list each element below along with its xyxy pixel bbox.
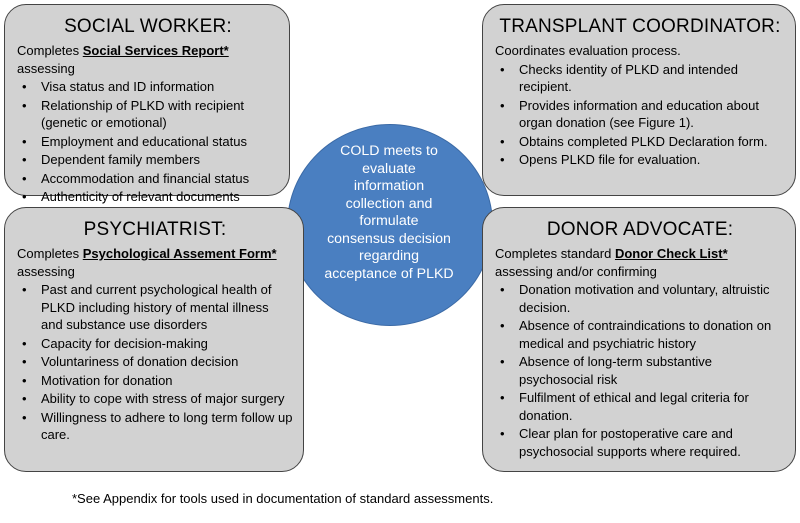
- bullet-icon: •: [500, 282, 505, 297]
- bullet-icon: •: [22, 282, 27, 297]
- list-item: • Absence of long-term substantive psycho…: [495, 353, 785, 388]
- list-item: • Visa status and ID information: [17, 78, 279, 96]
- bullet-icon: •: [22, 79, 27, 94]
- footnote: *See Appendix for tools used in document…: [72, 491, 494, 506]
- list-item: • Provides information and education abou…: [495, 97, 785, 132]
- list-item-text: Fulfilment of ethical and legal criteria…: [519, 390, 749, 423]
- bullet-icon: •: [22, 372, 27, 388]
- center-circle: [287, 124, 493, 326]
- bullet-icon: •: [22, 391, 27, 406]
- intro-prefix: Completes: [17, 246, 83, 261]
- list-item: • Fulfilment of ethical and legal criteri…: [495, 389, 785, 424]
- list-item: • Donation motivation and voluntary, altr…: [495, 281, 785, 316]
- bullet-icon: •: [500, 426, 505, 441]
- list-item: • Obtains completed PLKD Declaration form…: [495, 133, 785, 151]
- social-worker-title: SOCIAL WORKER:: [64, 16, 232, 37]
- bullet-icon: •: [22, 97, 27, 113]
- intro-suffix: assessing: [17, 60, 75, 76]
- bullet-icon: •: [22, 409, 27, 425]
- list-item-text: Obtains completed PLKD Declaration form.: [519, 133, 768, 149]
- intro-prefix: Completes standard: [495, 246, 615, 261]
- bullet-icon: •: [500, 318, 505, 333]
- social-worker-intro: Completes Social Services Report* assess…: [17, 42, 279, 77]
- transplant-coordinator-list: • Checks identity of PLKD and intended re…: [495, 61, 785, 169]
- list-item: • Willingness to adhere to long term foll…: [17, 409, 293, 444]
- donor-advocate-list: • Donation motivation and voluntary, altr…: [495, 281, 785, 460]
- list-item: • Clear plan for postoperative care and p…: [495, 425, 785, 460]
- list-item-text: Willingness to adhere to long term follo…: [41, 409, 293, 443]
- intro-suffix: assessing and/or confirming: [495, 263, 657, 279]
- list-item-text: Voluntariness of donation decision: [41, 354, 239, 369]
- donor-advocate-title: DONOR ADVOCATE:: [546, 219, 734, 240]
- social-services-report-label: Social Services Report*: [82, 43, 229, 58]
- list-item-text: Absence of contraindications to donation…: [519, 318, 772, 351]
- list-item: • Past and current psychological health o…: [17, 281, 293, 334]
- list-item-text: Dependent family members: [41, 152, 200, 167]
- intro-prefix: Completes: [17, 43, 83, 58]
- list-item-text: Provides information and education about…: [519, 97, 759, 131]
- bullet-icon: •: [22, 354, 27, 369]
- bullet-icon: •: [500, 354, 505, 369]
- transplant-coordinator-box: TRANSPLANT COORDINATOR: Coordinates eval…: [482, 4, 796, 196]
- list-item-text: Past and current psychological health of…: [41, 282, 272, 332]
- psychiatrist-title: PSYCHIATRIST:: [83, 219, 227, 240]
- transplant-coordinator-title: TRANSPLANT COORDINATOR:: [499, 16, 781, 37]
- bullet-icon: •: [500, 97, 505, 113]
- list-item-text: Relationship of PLKD with recipient (gen…: [41, 97, 245, 131]
- list-item-text: Motivation for donation: [41, 372, 173, 388]
- list-item-text: Capacity for decision-making: [41, 335, 208, 351]
- list-item: • Accommodation and financial status: [17, 170, 279, 188]
- bullet-icon: •: [500, 61, 505, 77]
- list-item-text: Checks identity of PLKD and intended rec…: [519, 61, 738, 95]
- list-item: • Employment and educational status: [17, 133, 279, 151]
- bullet-icon: •: [22, 189, 27, 204]
- bullet-icon: •: [500, 390, 505, 405]
- bullet-icon: •: [22, 152, 27, 167]
- donor-advocate-box: DONOR ADVOCATE: Completes standard Donor…: [482, 207, 796, 472]
- intro-suffix: assessing: [17, 263, 75, 279]
- bullet-icon: •: [22, 170, 27, 186]
- list-item: • Absence of contraindications to donatio…: [495, 317, 785, 352]
- list-item-text: Employment and educational status: [41, 133, 247, 149]
- psychiatrist-box: PSYCHIATRIST: Completes Psychological As…: [4, 207, 304, 472]
- list-item: • Relationship of PLKD with recipient (ge…: [17, 97, 279, 132]
- bullet-icon: •: [22, 133, 27, 149]
- list-item-text: Accommodation and financial status: [41, 170, 250, 186]
- psychological-assessment-form-label: Psychological Assement Form*: [82, 246, 277, 261]
- donor-check-list-label: Donor Check List*: [614, 246, 728, 261]
- list-item: • Opens PLKD file for evaluation.: [495, 151, 785, 169]
- list-item-text: Authenticity of relevant documents: [41, 189, 240, 204]
- list-item: • Ability to cope with stress of major su…: [17, 390, 293, 408]
- psychiatrist-list: • Past and current psychological health o…: [17, 281, 293, 444]
- list-item-text: Donation motivation and voluntary, altru…: [519, 282, 770, 315]
- list-item-text: Absence of long-term substantive psychos…: [519, 354, 712, 387]
- list-item-text: Visa status and ID information: [41, 79, 215, 94]
- bullet-icon: •: [500, 133, 505, 149]
- psychiatrist-intro: Completes Psychological Assement Form* a…: [17, 245, 293, 280]
- transplant-coordinator-intro: Coordinates evaluation process.: [495, 43, 681, 58]
- list-item: • Motivation for donation: [17, 372, 293, 390]
- bullet-icon: •: [500, 152, 505, 167]
- list-item-text: Clear plan for postoperative care and ps…: [519, 426, 741, 459]
- donor-advocate-intro: Completes standard Donor Check List* ass…: [495, 245, 785, 280]
- bullet-icon: •: [22, 335, 27, 351]
- list-item: • Capacity for decision-making: [17, 335, 293, 353]
- list-item-text: Ability to cope with stress of major sur…: [41, 391, 285, 406]
- list-item: • Authenticity of relevant documents: [17, 188, 279, 206]
- list-item: • Checks identity of PLKD and intended re…: [495, 61, 785, 96]
- list-item: • Dependent family members: [17, 151, 279, 169]
- social-worker-list: • Visa status and ID information • Relatio…: [17, 78, 279, 206]
- list-item-text: Opens PLKD file for evaluation.: [519, 152, 701, 167]
- social-worker-box: SOCIAL WORKER: Completes Social Services…: [4, 4, 290, 204]
- center-circle-text: COLD meets to evaluate information colle…: [324, 143, 454, 282]
- list-item: • Voluntariness of donation decision: [17, 353, 293, 371]
